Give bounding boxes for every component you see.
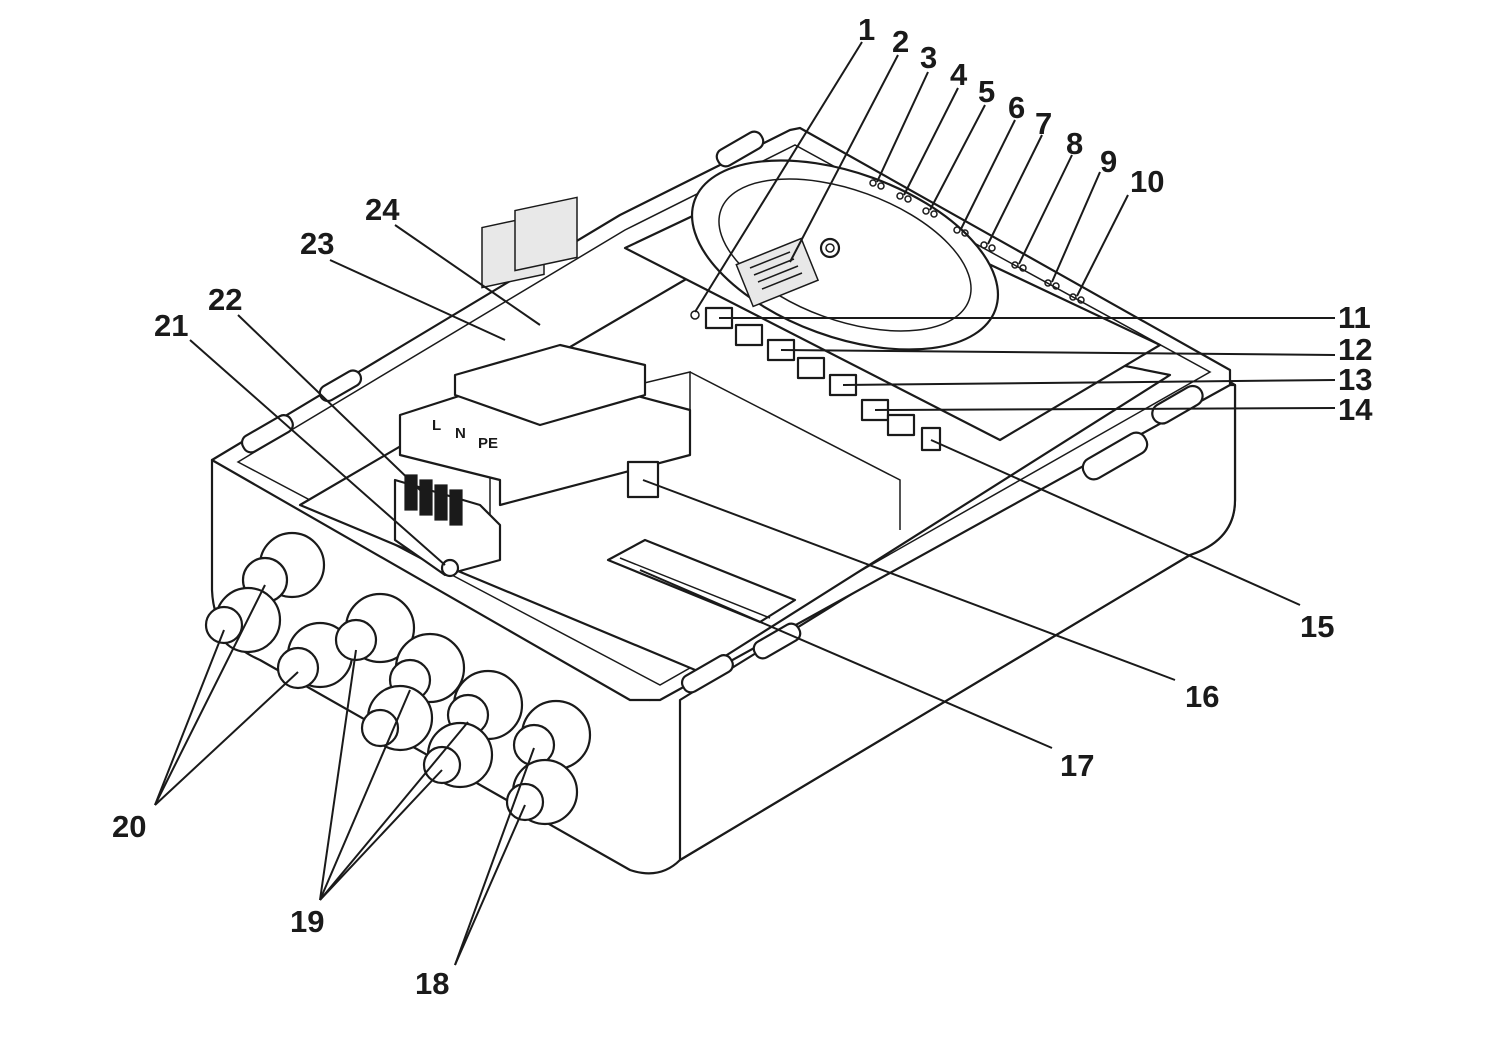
callout-numbers: 1 2 3 4 5 6 7 8 9 10 11 12 13 14 15 16 1…	[112, 12, 1373, 1001]
callout-21: 21	[154, 308, 188, 343]
callout-17: 17	[1060, 748, 1094, 783]
callout-22: 22	[208, 282, 242, 317]
callout-7: 7	[1035, 106, 1052, 141]
callout-9: 9	[1100, 144, 1117, 179]
led-indicators	[690, 179, 1085, 320]
cutout-window	[626, 460, 660, 499]
callout-1: 1	[858, 12, 875, 47]
callout-16: 16	[1185, 679, 1219, 714]
terminal-marking-l: L	[432, 417, 441, 434]
callout-20: 20	[112, 809, 146, 844]
callout-15: 15	[1300, 609, 1334, 644]
callout-12: 12	[1338, 332, 1372, 367]
callout-8: 8	[1066, 126, 1083, 161]
din-rail	[606, 538, 797, 624]
callout-23: 23	[300, 226, 334, 261]
callout-18: 18	[415, 966, 449, 1001]
callout-4: 4	[950, 57, 968, 92]
terminal-block	[393, 474, 502, 578]
callout-10: 10	[1130, 164, 1164, 199]
callout-6: 6	[1008, 90, 1025, 125]
callout-11: 11	[1338, 300, 1371, 335]
hinges	[240, 130, 1204, 694]
terminal-marking-pe: PE	[478, 435, 498, 452]
splice-tray	[623, 159, 1162, 442]
power-supply-module: L N PE	[398, 196, 692, 507]
callout-24: 24	[365, 192, 400, 227]
callout-5: 5	[978, 74, 995, 109]
leader-lines	[154, 41, 1336, 966]
callout-19: 19	[290, 904, 324, 939]
terminal-marking-n: N	[455, 425, 466, 442]
callout-3: 3	[920, 40, 937, 75]
callout-13: 13	[1338, 362, 1372, 397]
callout-14: 14	[1338, 392, 1373, 427]
cable-glands	[204, 531, 592, 826]
heatsink-fins	[749, 251, 803, 290]
callout-2: 2	[892, 24, 909, 59]
